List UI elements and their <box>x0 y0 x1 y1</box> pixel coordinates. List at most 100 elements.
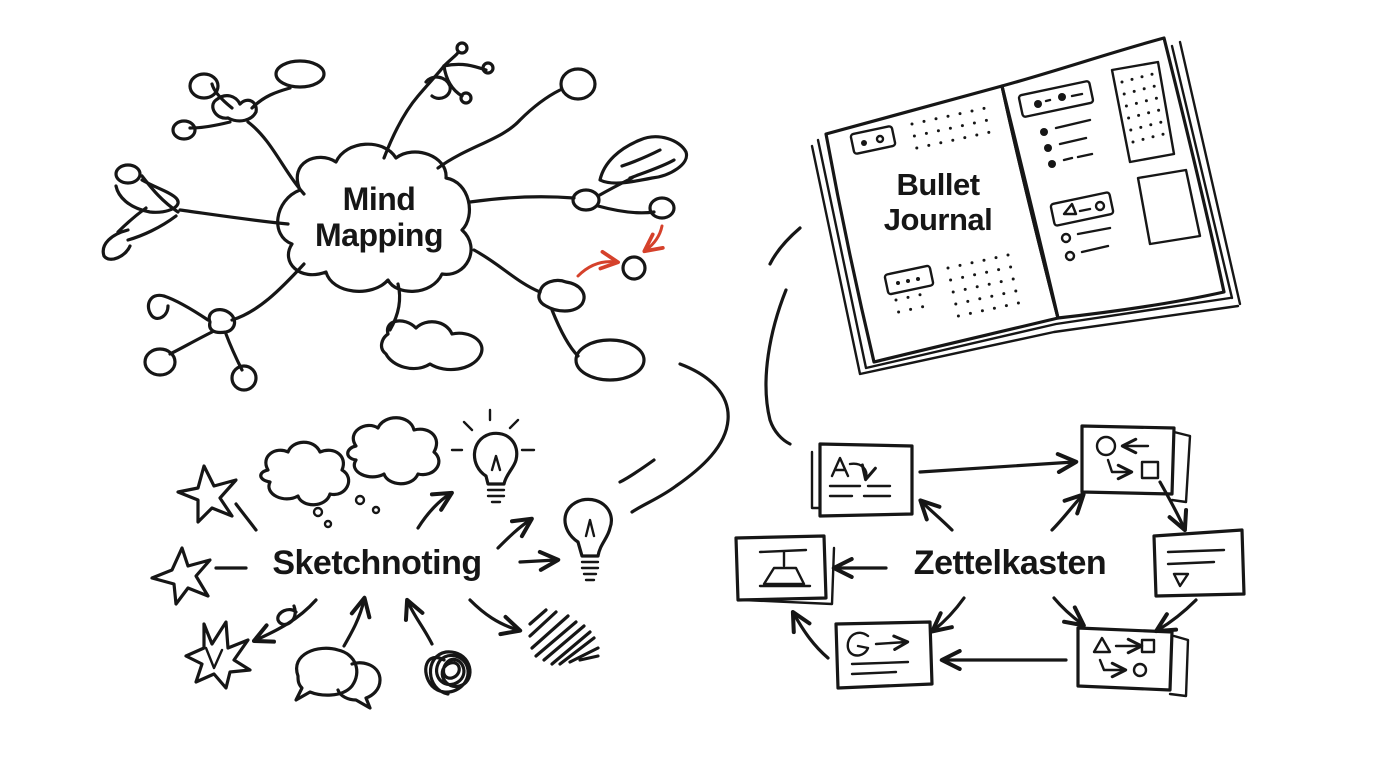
hatch-doodle <box>528 608 600 666</box>
grid-dot <box>1142 87 1146 91</box>
thought-cloud-icon <box>259 440 351 507</box>
connector-line <box>764 288 792 446</box>
grid-dot <box>1159 120 1163 124</box>
grid-dot <box>951 138 955 142</box>
grid-dot <box>1161 132 1165 136</box>
mind-mapping-label-line2: Mapping <box>314 216 444 253</box>
mind-mapping-label-line1: Mind <box>342 181 416 217</box>
zettel-card <box>1152 528 1246 598</box>
sketchnoting-label: Sketchnoting <box>272 544 482 582</box>
grid-dot <box>918 293 922 297</box>
grid-dot <box>963 136 967 140</box>
grid-dot <box>954 302 958 306</box>
mind-map-node <box>171 119 197 141</box>
grid-dot <box>1139 125 1143 129</box>
grid-dot <box>909 307 913 311</box>
grid-dot <box>999 280 1003 284</box>
mind-map-node <box>621 255 647 281</box>
grid-dot <box>1137 113 1141 117</box>
mind-map-node <box>188 72 220 100</box>
burst-doodle <box>184 620 252 690</box>
grid-dot <box>1120 80 1124 84</box>
thought-cloud-icon <box>346 416 441 486</box>
grid-dot <box>966 299 970 303</box>
grid-dot <box>1150 72 1154 76</box>
grid-dot <box>1009 265 1013 269</box>
grid-dot <box>990 294 994 298</box>
grid-dot <box>987 130 991 134</box>
grid-dot <box>973 273 977 277</box>
grid-dot <box>970 261 974 265</box>
mind-map-node <box>648 196 676 220</box>
lightbulb-icon <box>450 408 536 504</box>
zettel-card <box>810 442 914 518</box>
grid-dot <box>997 268 1001 272</box>
grid-dot <box>1002 292 1006 296</box>
grid-dot <box>897 310 901 314</box>
mind-map-central-cloud <box>276 142 473 293</box>
grid-dot <box>1154 96 1158 100</box>
grid-dot <box>946 266 950 270</box>
star-doodle <box>150 546 212 606</box>
mind-map-node <box>571 188 601 212</box>
mind-map-branch <box>382 64 446 160</box>
grid-dot <box>994 256 998 260</box>
grid-dot <box>1014 289 1018 293</box>
grid-dot <box>956 314 960 318</box>
grid-dot <box>984 118 988 122</box>
mind-map-node <box>537 278 586 313</box>
mind-map-cloud-node <box>379 319 484 372</box>
grid-dot <box>982 258 986 262</box>
mind-map-cloud-node <box>598 135 689 185</box>
zettelkasten-label: Zettelkasten <box>913 544 1107 582</box>
mind-map-node <box>574 338 646 382</box>
grid-dot <box>921 305 925 309</box>
grid-dot <box>1016 301 1020 305</box>
grid-dot <box>978 297 982 301</box>
connector-line <box>630 362 730 514</box>
notebook-sidebar-box <box>1136 168 1202 246</box>
grid-dot <box>910 122 914 126</box>
grid-dot <box>1006 253 1010 257</box>
grid-dot <box>922 119 926 123</box>
bullet-journal-label-line2: Journal <box>883 201 993 237</box>
grid-dot <box>985 270 989 274</box>
mind-map-branch <box>246 120 306 196</box>
grid-dot <box>1157 108 1161 112</box>
grid-dot <box>1134 101 1138 105</box>
grid-dot <box>1140 75 1144 79</box>
mind-map-node <box>274 59 326 89</box>
zettel-card <box>834 620 934 690</box>
grid-dot <box>939 141 943 145</box>
grid-dot <box>970 109 974 113</box>
grid-dot <box>1152 84 1156 88</box>
grid-dot <box>949 278 953 282</box>
grid-dot <box>1144 99 1148 103</box>
grid-dot <box>946 114 950 118</box>
mind-map-node <box>559 67 597 101</box>
mind-map-branch <box>468 195 576 204</box>
grid-dot <box>1011 277 1015 281</box>
connector-line <box>618 458 656 484</box>
grid-dot <box>906 295 910 299</box>
zettel-card <box>1080 424 1192 504</box>
grid-dot <box>915 146 919 150</box>
grid-dot <box>927 143 931 147</box>
mind-map <box>101 41 689 392</box>
grid-dot <box>982 106 986 110</box>
grid-dot <box>934 117 938 121</box>
grid-dot <box>1122 92 1126 96</box>
grid-dot <box>1131 140 1135 144</box>
mind-map-branch <box>230 262 306 322</box>
grid-dot <box>987 282 991 286</box>
grid-dot <box>1127 116 1131 120</box>
grid-dot <box>1147 111 1151 115</box>
grid-dot <box>948 126 952 130</box>
notebook-dot-grid <box>894 106 1020 318</box>
grid-dot <box>951 290 955 294</box>
grid-dot <box>992 306 996 310</box>
mind-map-accent-arrow <box>642 224 665 254</box>
connector-line <box>768 226 802 266</box>
mind-map-branch <box>436 88 562 170</box>
grid-dot <box>960 124 964 128</box>
